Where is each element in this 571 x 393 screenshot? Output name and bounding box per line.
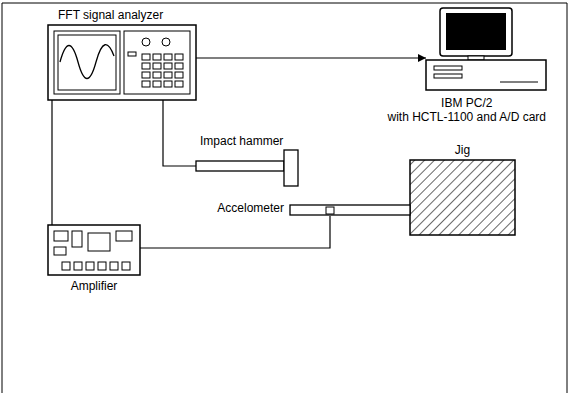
hammer-box: Impact hammer bbox=[196, 150, 298, 186]
label-group: Jig bbox=[410, 143, 515, 157]
chip bbox=[54, 231, 68, 241]
monitor bbox=[440, 8, 512, 56]
key bbox=[153, 54, 161, 60]
connector bbox=[163, 100, 196, 166]
jig-box: Jig bbox=[410, 160, 515, 235]
pad bbox=[122, 262, 130, 270]
node-label: Impact hammer bbox=[200, 134, 283, 148]
key bbox=[164, 72, 172, 78]
knob bbox=[142, 38, 150, 46]
key bbox=[164, 54, 172, 60]
node-label: IBM PC/2 bbox=[387, 96, 546, 110]
connector bbox=[140, 216, 330, 248]
label-group: Amplifier bbox=[48, 279, 140, 293]
analyzer-screen bbox=[58, 35, 116, 90]
unit-detail bbox=[500, 82, 538, 83]
pad bbox=[74, 262, 82, 270]
key bbox=[153, 63, 161, 69]
node-label: Accelometer bbox=[217, 201, 284, 215]
chip bbox=[116, 231, 132, 241]
node-label: FFT signal analyzer bbox=[58, 8, 163, 22]
label-group: Impact hammer bbox=[200, 134, 283, 148]
key bbox=[142, 63, 150, 69]
key bbox=[153, 72, 161, 78]
pad bbox=[86, 262, 94, 270]
keypad bbox=[142, 54, 183, 87]
waveform bbox=[60, 45, 114, 79]
key bbox=[175, 54, 183, 60]
key bbox=[164, 81, 172, 87]
knob bbox=[162, 38, 170, 46]
drive-slot bbox=[434, 66, 462, 70]
pad bbox=[110, 262, 118, 270]
beam bbox=[290, 205, 410, 215]
amplifier-box: Amplifier bbox=[48, 225, 140, 275]
chip bbox=[54, 247, 66, 255]
key bbox=[175, 63, 183, 69]
label-group: FFT signal analyzer bbox=[58, 8, 163, 22]
label-group: Accelometer bbox=[217, 201, 284, 215]
frame bbox=[2, 3, 567, 393]
system-unit bbox=[426, 60, 546, 90]
accelerometer-sensor bbox=[326, 207, 334, 214]
pad bbox=[62, 262, 70, 270]
analyzer-bezel bbox=[54, 31, 120, 94]
connector bbox=[196, 57, 426, 58]
jig-block bbox=[410, 160, 515, 235]
connector-pads bbox=[62, 262, 130, 270]
key bbox=[175, 81, 183, 87]
computer-box: IBM PC/2with HCTL-1100 and A/D card bbox=[426, 8, 546, 90]
key bbox=[175, 72, 183, 78]
chip bbox=[72, 231, 82, 247]
hammer-handle bbox=[196, 161, 284, 171]
connector bbox=[51, 100, 52, 225]
accelerometer-box: Accelometer bbox=[288, 204, 410, 216]
amplifier-board bbox=[48, 225, 140, 275]
indicator bbox=[128, 52, 136, 56]
node-label: with HCTL-1100 and A/D card bbox=[387, 110, 546, 124]
chip bbox=[88, 233, 110, 251]
key bbox=[142, 81, 150, 87]
analyzer-panel bbox=[124, 31, 190, 94]
key bbox=[164, 63, 172, 69]
monitor-screen bbox=[446, 13, 506, 50]
label-group: IBM PC/2with HCTL-1100 and A/D card bbox=[387, 96, 546, 124]
key bbox=[142, 54, 150, 60]
analyzer-case bbox=[48, 25, 196, 100]
pad bbox=[98, 262, 106, 270]
hammer-head bbox=[284, 150, 298, 186]
drive-slot bbox=[434, 74, 462, 78]
analyzer-box: FFT signal analyzer bbox=[48, 25, 196, 100]
key bbox=[142, 72, 150, 78]
node-label: Jig bbox=[410, 143, 515, 157]
node-label: Amplifier bbox=[48, 279, 140, 293]
key bbox=[153, 81, 161, 87]
